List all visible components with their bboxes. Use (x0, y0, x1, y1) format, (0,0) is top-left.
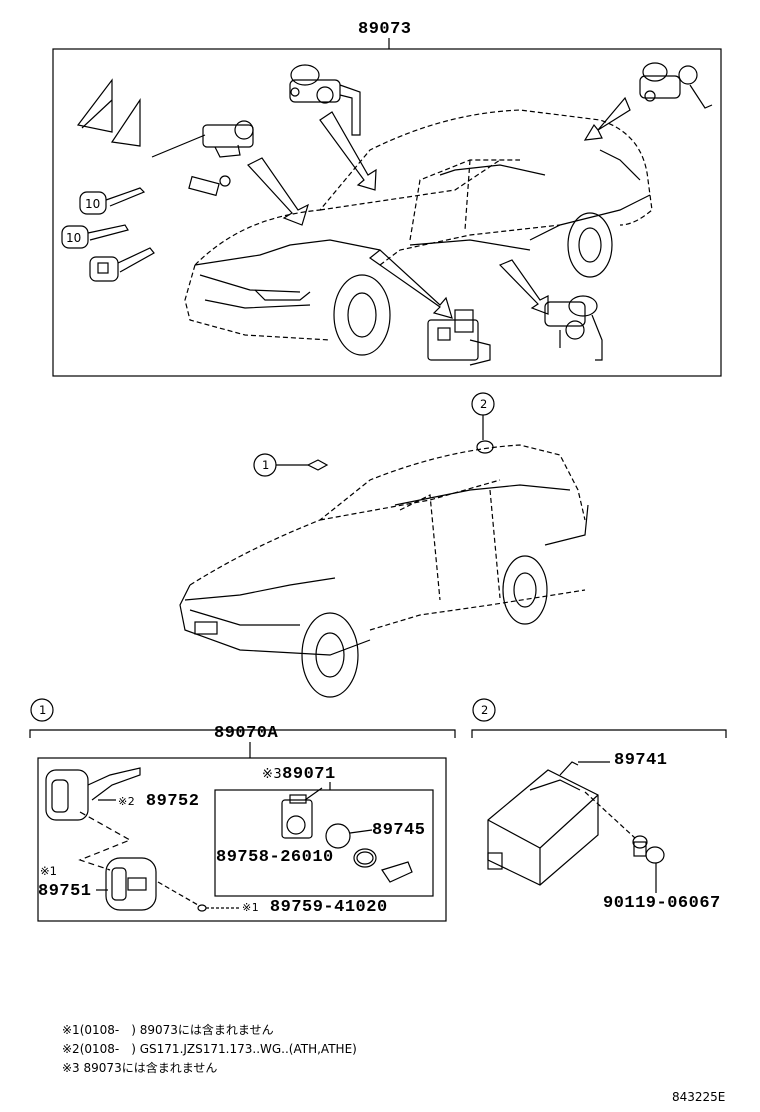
key-link (78, 811, 132, 871)
note-3-text: 89073には含まれません (83, 1061, 218, 1075)
part-89752-no: 89752 (145, 792, 200, 811)
rear-lock-cylinder (639, 62, 713, 109)
part-89752-mark: ※2 (118, 795, 136, 808)
door-lock-cylinder (544, 295, 603, 361)
callout-1-leader (253, 453, 329, 477)
part-89751-no: 89751 (38, 882, 92, 901)
arrow-ignition (247, 157, 309, 226)
part-89752-label: ※2 89752 (118, 792, 199, 811)
part-90119-no: 90119-06067 (603, 894, 721, 913)
key-tag (188, 175, 231, 197)
arrow-trunk (319, 111, 377, 191)
sedan-solid-lines (194, 149, 651, 356)
arrow-rear (583, 96, 631, 141)
section1-frame (37, 757, 447, 922)
top-assembly-part-no: 89073 (358, 20, 412, 39)
key-2: 10 (61, 224, 129, 249)
section1-callout-number: 1 (39, 703, 47, 717)
part-89741-no: 89741 (614, 751, 668, 770)
note-2-text: (0108- ) GS171.JZS171.173..WG..(ATH,ATHE… (79, 1042, 357, 1056)
inner-assembly-part-no: 89071 (282, 765, 336, 784)
note-2: ※2(0108- ) GS171.JZS171.173..WG..(ATH,AT… (62, 1040, 357, 1057)
svg-text:10: 10 (66, 231, 81, 245)
wagon-solid-lines (179, 484, 589, 698)
note-1-text: (0108- ) 89073には含まれません (79, 1023, 274, 1037)
note-1-mark: ※1 (62, 1023, 80, 1037)
key-1: 10 (79, 187, 146, 215)
key-3 (89, 247, 155, 282)
trunk-lock-cylinder (289, 64, 361, 136)
inner-assembly-frame (214, 789, 434, 897)
oring (353, 848, 377, 868)
arrow-side-door (498, 259, 549, 315)
inner-assembly-label: ※389071 (262, 765, 336, 784)
ignition-lock-cylinder (151, 120, 254, 158)
transponder-housing (281, 794, 313, 839)
bolt (632, 835, 665, 864)
callout-2-leader (471, 392, 495, 454)
diagram-id: 843225E (672, 1090, 726, 1104)
section1-callout (30, 698, 54, 722)
wagon-illustration (189, 444, 586, 631)
sedan-illustration (184, 109, 653, 341)
master-key (45, 767, 141, 821)
part-89758-no: 89758-26010 (216, 848, 334, 867)
part-89759-mark: ※1 (242, 901, 260, 914)
note-3-mark: ※3 (62, 1061, 80, 1075)
callout-2-number: 2 (480, 397, 488, 411)
section1-assembly-no: 89070A (214, 724, 279, 743)
section2-callout (472, 698, 496, 722)
section2-bracket (471, 729, 727, 738)
note-1: ※1(0108- ) 89073には含まれません (62, 1021, 274, 1038)
control-module (487, 769, 599, 886)
screw-small (197, 904, 240, 912)
door-lock-assembly (427, 309, 491, 366)
inner-assembly-mark: ※3 (262, 767, 283, 782)
svg-text:10: 10 (85, 197, 100, 211)
clip (381, 861, 413, 883)
note-2-mark: ※2 (62, 1042, 80, 1056)
callout-1-number: 1 (262, 458, 270, 472)
chip-round (325, 823, 373, 849)
part-89745-no: 89745 (372, 821, 426, 840)
part-89759-no: 89759-41020 (269, 898, 388, 917)
section2-callout-number: 2 (481, 703, 489, 717)
section1-bracket (29, 729, 456, 738)
transmitter-key (105, 857, 157, 911)
part-89751-mark: ※1 (40, 864, 57, 878)
mirror-trim-pieces (76, 78, 141, 147)
top-assembly-frame (52, 48, 722, 377)
note-3: ※3 89073には含まれません (62, 1059, 217, 1076)
part-89759-label: ※1 89759-41020 (242, 898, 388, 917)
module-connector (559, 761, 579, 776)
arrow-door (368, 249, 453, 319)
